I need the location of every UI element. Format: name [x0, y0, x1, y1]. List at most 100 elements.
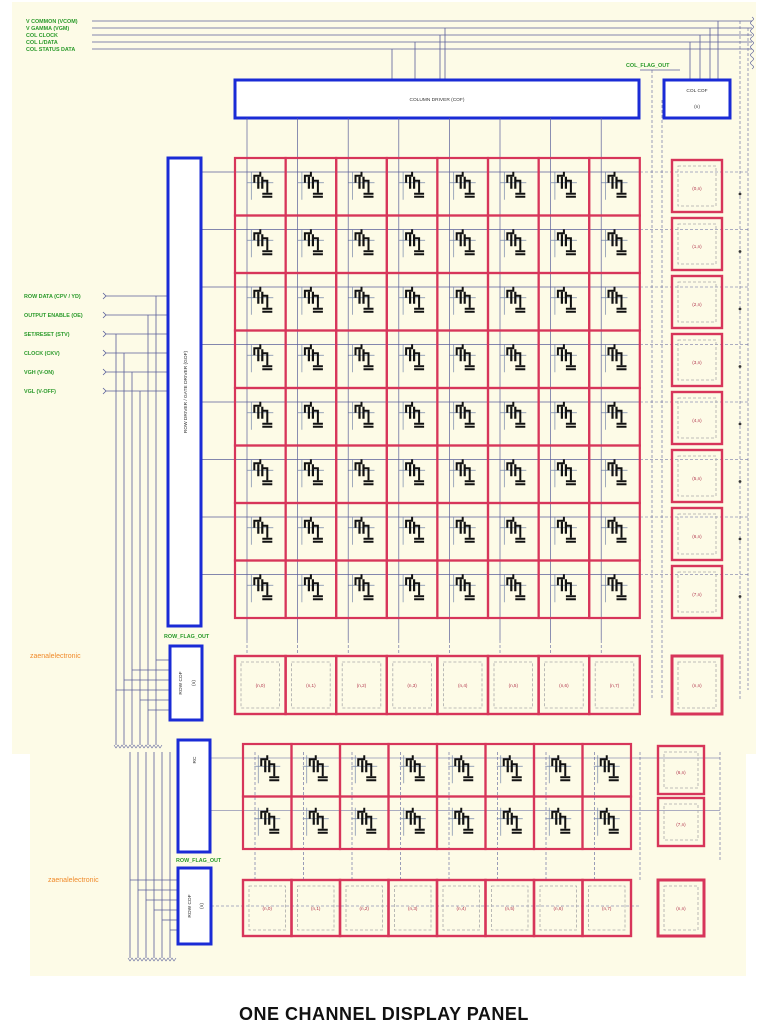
corner-cell-box — [670, 654, 724, 716]
crop-tft-transistor-icon — [350, 754, 379, 785]
tft-transistor-icon — [499, 400, 528, 431]
pixel-cell — [588, 156, 641, 217]
tft-transistor-icon — [246, 515, 275, 546]
crop-bottom-cells: (n,0)(n,1)(n,2)(n,3)(n,4)(n,5)(n,6)(n,7) — [241, 878, 633, 938]
crop-bottom-cell-label: (n,7) — [602, 906, 612, 911]
right-cell-box — [670, 216, 724, 272]
main-diagram-background — [12, 2, 756, 754]
row-cof-box — [168, 644, 204, 722]
tft-transistor-icon — [296, 400, 325, 431]
right-cell-box — [670, 274, 724, 330]
crop-bottom-cell-label: (n,5) — [505, 906, 515, 911]
bottom-cell-label: (n,0) — [256, 683, 266, 688]
crop-tft-transistor-icon — [592, 754, 621, 785]
tft-transistor-icon — [347, 400, 376, 431]
col-cof-label: COL COF — [686, 88, 707, 94]
pixel-cell — [335, 501, 388, 562]
tft-transistor-icon — [549, 573, 579, 604]
pixel-cell — [284, 329, 338, 390]
bottom-edge-cells: (n,0)(n,1)(n,2)(n,3)(n,4)(n,5)(n,6)(n,7) — [233, 654, 642, 716]
crop-tft-transistor-icon — [495, 806, 524, 837]
bottom-cell-label: (n,4) — [458, 683, 468, 688]
pixel-cell — [537, 501, 591, 562]
junction-dot — [738, 307, 742, 311]
tft-transistor-icon — [448, 458, 477, 489]
right-cell-box — [670, 390, 724, 446]
row-driver-label: ROW DRIVER / GATE DRIVER (GOF) — [183, 350, 189, 433]
pixel-cell — [436, 444, 490, 505]
tft-transistor-icon — [448, 515, 477, 546]
pixel-cell — [537, 156, 591, 217]
crop-corner-cell-box — [656, 878, 706, 938]
pixel-grid — [233, 156, 641, 620]
pixel-cell — [436, 156, 490, 217]
row-cof-crop-sub: (n) — [199, 903, 205, 909]
pixel-cell — [436, 329, 490, 390]
watermark-crop-text: zaenalelectronic — [48, 877, 99, 884]
pixel-cell — [385, 329, 439, 390]
top-signal-bus — [92, 16, 754, 700]
tft-transistor-icon — [600, 400, 629, 431]
junction-dot — [738, 422, 742, 426]
tft-transistor-icon — [246, 573, 275, 604]
crop-tft-transistor-icon — [350, 806, 379, 837]
pixel-cell — [233, 156, 287, 217]
tft-transistor-icon — [549, 285, 579, 316]
crop-tft-transistor-icon — [301, 806, 330, 837]
tft-transistor-icon — [549, 458, 579, 489]
bottom-cell-label: (n,6) — [559, 683, 569, 688]
col-cof-sub: (n) — [694, 104, 700, 110]
pixel-cell — [486, 501, 540, 562]
crop-pixel-cell — [290, 795, 342, 851]
row-cof-sub: (n) — [191, 680, 197, 686]
crop-tft-transistor-icon — [447, 754, 476, 785]
crop-bottom-cell-label: (n,2) — [360, 906, 370, 911]
signal-label-col-status-data: COL STATUS DATA — [26, 47, 75, 53]
crop-tft-transistor-icon — [398, 754, 427, 785]
pixel-cell — [436, 386, 490, 447]
right-cell-box — [670, 332, 724, 388]
bottom-cell-box — [588, 654, 642, 716]
row-cof-crop-box — [176, 866, 213, 946]
crop-pixel-cell — [387, 795, 439, 851]
signal-label-vgamma: V GAMMA (VGM) — [26, 26, 69, 32]
pixel-cell — [335, 329, 388, 390]
crop-bus-terminator — [127, 957, 177, 962]
pixel-cell — [436, 271, 490, 332]
bottom-cell-label: (n,1) — [306, 683, 316, 688]
tft-transistor-icon — [296, 285, 325, 316]
pixel-cell — [284, 444, 338, 505]
pixel-cell — [436, 214, 490, 275]
pixel-cell — [233, 501, 287, 562]
pixel-cell — [588, 271, 641, 332]
pixel-cell — [385, 501, 439, 562]
tft-transistor-icon — [246, 170, 275, 201]
tft-transistor-icon — [448, 400, 477, 431]
tft-transistor-icon — [600, 170, 629, 201]
bottom-cell-inner — [594, 661, 635, 709]
tft-transistor-icon — [499, 573, 528, 604]
right-cell-label: (5,n) — [692, 476, 702, 481]
pixel-cell — [335, 214, 388, 275]
right-cell-box — [670, 448, 724, 504]
crop-tft-transistor-icon — [544, 754, 573, 785]
row-cof-label: ROW COF — [178, 671, 184, 694]
pixel-cell — [385, 444, 439, 505]
right-cell-label: (2,n) — [692, 302, 702, 307]
pixel-cell — [284, 501, 338, 562]
tft-transistor-icon — [549, 400, 579, 431]
junction-dot — [738, 365, 742, 368]
crop-bottom-cell-label: (n,3) — [408, 906, 418, 911]
tft-transistor-icon — [448, 285, 477, 316]
pixel-cell — [385, 214, 439, 275]
row-driver-crop-label: RC — [192, 756, 198, 763]
column-driver-box — [233, 78, 641, 120]
pixel-cell — [385, 559, 439, 620]
pixel-cell — [335, 559, 388, 620]
left-signal-arrows — [102, 292, 107, 395]
pixel-cell — [486, 156, 540, 217]
crop-bottom-cell-label: (n,1) — [311, 906, 321, 911]
pixel-cell — [233, 386, 287, 447]
pixel-cell — [588, 444, 641, 505]
crop-pixel-cell — [338, 795, 390, 851]
